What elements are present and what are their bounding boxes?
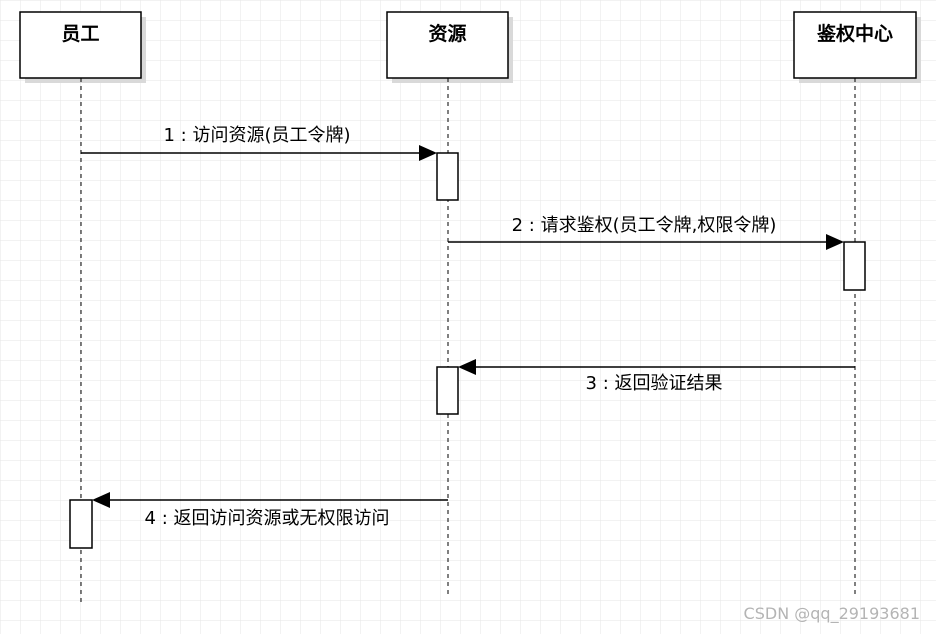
message-3-label: 3 : 返回验证结果 — [586, 373, 723, 394]
participant-resource-box[interactable] — [386, 11, 509, 79]
message-1-label: 1 : 访问资源(员工令牌) — [163, 125, 350, 146]
message-3[interactable]: 3 : 返回验证结果 — [458, 359, 855, 394]
participant-employee[interactable]: 员工 — [19, 11, 146, 83]
message-2-label: 2 : 请求鉴权(员工令牌,权限令牌) — [512, 215, 777, 236]
message-2[interactable]: 2 : 请求鉴权(员工令牌,权限令牌) — [448, 215, 844, 250]
participant-auth-center-label: 鉴权中心 — [816, 22, 893, 45]
message-2-arrowhead — [826, 234, 844, 250]
message-3-arrowhead — [458, 359, 476, 375]
message-4-arrowhead — [92, 492, 110, 508]
message-4-label: 4 : 返回访问资源或无权限访问 — [145, 508, 390, 529]
activation-auth-center — [843, 241, 866, 291]
activation-employee — [69, 499, 93, 549]
participant-resource[interactable]: 资源 — [386, 11, 513, 83]
message-4[interactable]: 4 : 返回访问资源或无权限访问 — [92, 492, 448, 529]
message-1-arrowhead — [419, 145, 437, 161]
watermark: CSDN @qq_29193681 — [744, 604, 920, 624]
activation-resource-1 — [436, 152, 459, 201]
participant-employee-box[interactable] — [19, 11, 142, 79]
participant-auth-center[interactable]: 鉴权中心 — [793, 11, 921, 83]
message-1[interactable]: 1 : 访问资源(员工令牌) — [81, 125, 437, 161]
activation-resource-2 — [436, 366, 459, 415]
participant-employee-label: 员工 — [61, 23, 99, 45]
participant-auth-center-box[interactable] — [793, 11, 917, 79]
participant-resource-label: 资源 — [428, 22, 466, 45]
